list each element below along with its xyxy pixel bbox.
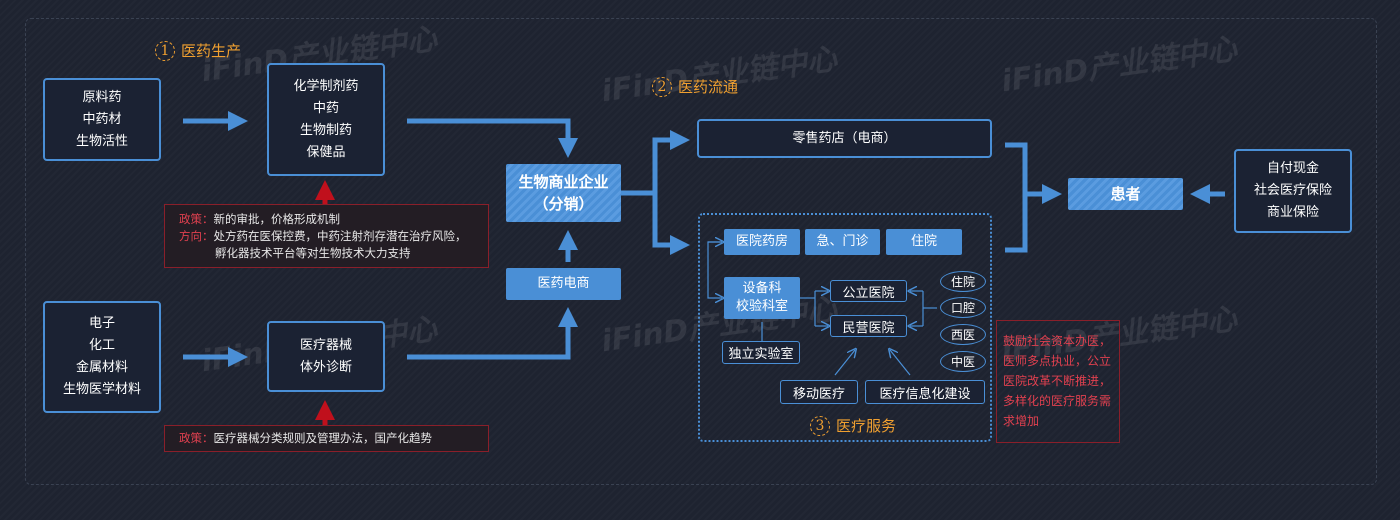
- node-text: 原料药: [82, 89, 122, 105]
- specialty-oval: 口腔: [940, 297, 986, 318]
- hospital-pharmacy-box: 医院药房: [724, 229, 800, 255]
- raw-materials-box: 原料药中药材生物活性: [43, 78, 161, 161]
- section-label: 医药生产: [181, 42, 242, 60]
- node-text: 生物制药: [299, 122, 352, 138]
- policy-box-device: 政策：医疗器械分类规则及管理办法，国产化趋势: [164, 425, 489, 452]
- diagram-frame: [25, 18, 1377, 485]
- medical-it-box: 医疗信息化建设: [865, 380, 985, 404]
- inpatient-box: 住院: [886, 229, 962, 255]
- step-number: 1: [155, 40, 175, 61]
- node-text: 生物活性: [75, 133, 128, 149]
- section-label: 医药流通: [678, 78, 739, 96]
- specialty-oval: 西医: [940, 324, 986, 345]
- direction-tag: 方向：: [179, 229, 214, 243]
- policy-tag: 政策：: [179, 431, 214, 445]
- specialty-oval: 中医: [940, 351, 986, 372]
- node-text: 生物商业企业: [518, 173, 609, 191]
- public-hospital-box: 公立医院: [830, 280, 907, 302]
- medical-note-box: 鼓励社会资本办医，医师多点执业，公立医院改革不断推进，多样化的医疗服务需求增加: [996, 320, 1120, 443]
- section-label: 医疗服务: [836, 417, 897, 435]
- policy-box-pharma: 政策：新的审批，价格形成机制 方向：处方药在医保控费，中药注射剂存潜在治疗风险，…: [164, 204, 489, 268]
- retail-pharmacy-box: 零售药店（电商）: [697, 119, 992, 158]
- node-text: 设备科: [742, 281, 782, 296]
- medical-services-area: [698, 213, 992, 442]
- ecommerce-box: 医药电商: [506, 268, 621, 300]
- direction-text: 孵化器技术平台等对生物技术大力支持: [215, 246, 411, 260]
- step-number: 2: [652, 76, 672, 97]
- node-text: 社会医疗保险: [1253, 183, 1332, 198]
- device-products-box: 医疗器械体外诊断: [267, 321, 385, 392]
- node-text: 电子: [88, 316, 115, 331]
- pharma-products-box: 化学制剂药中药生物制药保健品: [267, 63, 385, 176]
- policy-text: 新的审批，价格形成机制: [213, 212, 341, 226]
- node-text: 中药材: [82, 111, 122, 127]
- node-text: 医疗器械: [299, 337, 352, 353]
- distributor-box: 生物商业企业 （分销）: [506, 164, 621, 222]
- node-text: 化工: [88, 338, 115, 353]
- node-text: 化学制剂药: [293, 78, 359, 94]
- policy-text: 医疗器械分类规则及管理办法，国产化趋势: [213, 431, 433, 445]
- payment-box: 自付现金社会医疗保险商业保险: [1234, 149, 1352, 233]
- independent-lab-box: 独立实验室: [722, 341, 800, 364]
- node-text: 金属材料: [75, 360, 128, 375]
- emergency-box: 急、门诊: [805, 229, 880, 255]
- step-number: 3: [810, 415, 830, 436]
- device-materials-box: 电子化工金属材料生物医学材料: [43, 301, 161, 413]
- section-title-circulation: 2 医药流通: [652, 76, 738, 97]
- node-text: （分销）: [533, 195, 594, 213]
- node-text: 自付现金: [1266, 161, 1319, 176]
- direction-text: 处方药在医保控费，中药注射剂存潜在治疗风险，: [213, 229, 467, 243]
- mobile-medical-box: 移动医疗: [780, 380, 858, 404]
- node-text: 校验科室: [735, 299, 788, 314]
- section-title-medical-services: 3 医疗服务: [810, 415, 896, 436]
- private-hospital-box: 民营医院: [830, 315, 907, 337]
- node-text: 体外诊断: [299, 359, 352, 375]
- equipment-dept-box: 设备科校验科室: [724, 277, 800, 319]
- section-title-production: 1 医药生产: [155, 40, 241, 61]
- node-text: 料: [128, 382, 142, 397]
- node-text: 生物医学材: [62, 382, 128, 397]
- specialty-oval: 住院: [940, 271, 986, 292]
- patient-box: 患者: [1068, 178, 1183, 210]
- node-text: 保健品: [306, 144, 346, 160]
- policy-tag: 政策：: [179, 212, 214, 226]
- node-text: 中药: [312, 100, 339, 116]
- node-text: 商业保险: [1266, 205, 1319, 220]
